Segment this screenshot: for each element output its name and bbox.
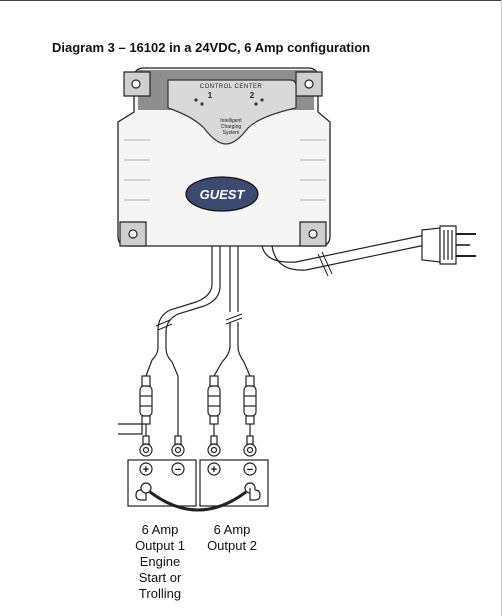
output-1-label-line: Trolling [138,586,182,601]
battery-2-negative-symbol: − [247,464,253,476]
output-2-cable [213,246,251,377]
mount-tab-top-left [123,71,151,97]
system-text-line3: System [223,130,240,136]
ac-power-cord [261,233,431,277]
mount-tab-bottom-left [119,221,147,247]
battery-1-negative-symbol: − [175,464,181,476]
output-1-label: 6 Amp Output 1 Engine Start or Trolling [120,522,200,602]
panel-title: CONTROL CENTER [200,84,263,90]
mount-tab-bottom-right [299,221,327,247]
bank-2-led [254,102,258,106]
output-2-label-line: 6 Amp [213,522,251,537]
diagram-title: Diagram 3 – 16102 in a 24VDC, 6 Amp conf… [52,40,371,55]
output-1-inline-fuse [139,375,153,436]
control-panel [167,79,297,145]
output-1-cable [145,246,221,377]
guest-logo-text: GUEST [200,187,246,202]
bank-1-label: 1 [208,91,213,100]
charger-unit: CONTROL CENTER 1 2 Intelligent Charging … [117,67,331,247]
system-text-line1: Intelligent [220,118,242,124]
output-1-label-line: Output 1 [135,538,185,553]
ring-terminal [139,435,257,457]
output-1-label-line: 6 Amp [141,522,179,537]
output-2-inline-fuse-positive [207,375,221,436]
battery-2-positive-symbol: + [211,464,217,476]
output-2-label: 6 Amp Output 2 [196,522,268,554]
ac-plug-icon [421,225,476,265]
top-border [0,0,502,1]
guest-logo [185,176,259,212]
output-2-inline-fuse-negative [243,375,257,436]
output-1-negative-lead [118,376,179,436]
mount-tab-top-right [295,71,323,97]
output-1-label-line: Engine [139,554,181,569]
output-2-label-line: Output 2 [207,538,257,553]
battery-1-positive-symbol: + [143,464,149,476]
bank-1-led [194,98,198,102]
bank-1-led [200,102,204,106]
bank-2-led [260,98,264,102]
output-1-label-line: Start or [138,570,182,585]
system-text-line2: Charging [221,124,242,130]
bank-2-label: 2 [250,91,255,100]
series-jumper-cable [149,490,247,512]
